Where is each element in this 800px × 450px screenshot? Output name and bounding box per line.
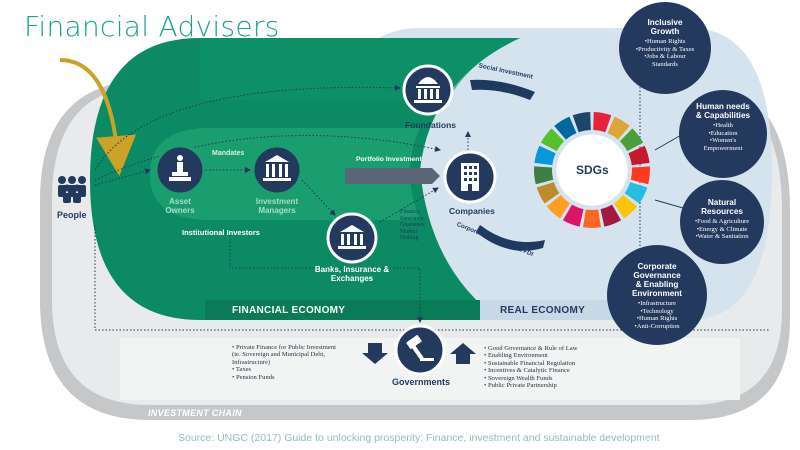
natural-resources-circle [680,180,764,264]
sdg-wheel-segment [593,112,612,133]
inclusive-growth-circle [619,2,711,94]
nr-item-2: •Water & Sanitation [695,233,749,241]
real-economy-label: REAL ECONOMY [500,305,586,316]
ig-item-2: •Jobs & Labour Standards [644,53,686,68]
people-label: People [57,210,87,220]
hn-item-0: •Health [713,122,733,129]
investment-chain-label: INVESTMENT CHAIN [148,408,242,418]
governments-label: Governments [392,377,451,387]
natural-resources-heading: Natural Resources [701,198,743,216]
companies-label: Companies [449,206,495,216]
foundations-node [402,64,454,116]
cg-item-1: •Technology [640,307,674,315]
finance-note: Finance, Insurance, Guarantee, Market Ma… [400,209,427,242]
sdg-wheel-segment [554,116,577,140]
sdg-wheel-segment [624,182,648,204]
human-needs-text: Human needs & Capabilities •Health •Educ… [682,102,764,152]
inclusive-growth-heading: Inclusive Growth [647,18,683,36]
sdg-wheel-segment [536,182,560,204]
sdg-wheel [534,112,650,228]
human-needs-heading: Human needs & Capabilities [695,102,751,120]
financial-economy-label: FINANCIAL ECONOMY [232,305,346,316]
up-arrow-icon [450,343,476,364]
sdg-wheel-segment [540,128,565,152]
gold-arrow [59,58,137,176]
down-arrow-icon [362,343,388,364]
sdg-wheel-segment [534,166,554,185]
gov-left-item-2: • Pension Funds [232,373,275,381]
gov-right-item-4: • Sovereign Wealth Funds [484,374,553,382]
natural-resources-text: Natural Resources •Food & Agriculture •E… [682,198,762,241]
institutional-investors-label: Institutional Investors [182,228,260,237]
banks-node [326,212,378,264]
nr-item-0: •Food & Agriculture [694,218,750,225]
gov-right-item-3: • Incentives & Catalytic Finance [484,367,570,375]
gov-left-item-1: • Taxes [232,366,252,374]
gov-right-item-2: • Sustainable Financial Regulation [484,359,576,367]
trophy-icon [169,155,191,181]
ig-item-1: •Productivity & Taxes [635,45,695,53]
source-caption: Source: UNGC (2017) Guide to unlocking p… [178,432,660,444]
gov-right-list: • Good Governance & Rule of Law • Enabli… [484,345,624,389]
nr-item-1: •Energy & Climate [696,225,748,233]
capitol-icon [414,77,442,103]
governments-node [394,324,446,376]
sdg-wheel-segment [546,195,570,219]
investment-managers-node [251,144,303,196]
cg-item-3: •Anti-Corruption [634,322,680,330]
corporate-governance-heading: Corporate Governance & Enabling Environm… [631,262,683,298]
page-title: Financial Advisers [24,10,280,43]
mandates-label: Mandates [212,150,245,157]
bank-building-icon [338,225,366,249]
sdg-wheel-segment [572,112,591,133]
gavel-icon [406,335,434,361]
sdg-wheel-segment [534,145,556,166]
corporate-governance-circle [607,245,707,345]
investment-managers-label: Investment Managers [255,197,299,215]
gov-left-list: • Private Finance for Public Investment … [232,344,362,381]
cg-item-2: •Human Rights [636,315,678,323]
sdg-wheel-segment [619,128,644,152]
portfolio-investment-arrow [345,168,440,184]
people-icon [58,176,86,203]
foundations-label: Foundations [405,120,456,130]
portfolio-investment-label: Portfolio Investment [356,156,422,163]
sdg-wheel-segment [628,145,650,166]
sdg-wheel-segment [600,204,622,227]
hn-item-1: •Education [708,129,738,137]
sdg-wheel-segment [630,166,650,185]
banks-label: Banks, Insurance & Exchanges [314,265,390,283]
corporate-governance-text: Corporate Governance & Enabling Environm… [614,262,700,330]
sdg-wheel-segment [562,204,584,227]
gov-left-item-0: • Private Finance for Public Investment … [232,344,336,366]
cg-item-0: •Infrastructure [637,300,677,307]
gov-right-item-0: • Good Governance & Rule of Law [484,345,578,352]
hn-item-2: •Women's Empowerment [703,137,743,152]
sdg-wheel-segment [583,209,601,228]
sdg-wheel-segment [614,195,638,219]
ig-item-0: •Human Rights [644,38,686,45]
asset-owners-label: Asset Owners [165,197,195,215]
bank-icon [263,155,291,181]
sdgs-label: SDGs [576,163,609,177]
sdg-wheel-segment [607,116,630,140]
office-building-icon [461,163,479,191]
gov-right-item-1: • Enabling Environment [484,352,548,360]
inclusive-growth-text: Inclusive Growth •Human Rights •Producti… [622,18,708,68]
human-needs-circle [679,90,767,178]
gov-right-item-5: • Public Private Partnership [484,382,557,390]
